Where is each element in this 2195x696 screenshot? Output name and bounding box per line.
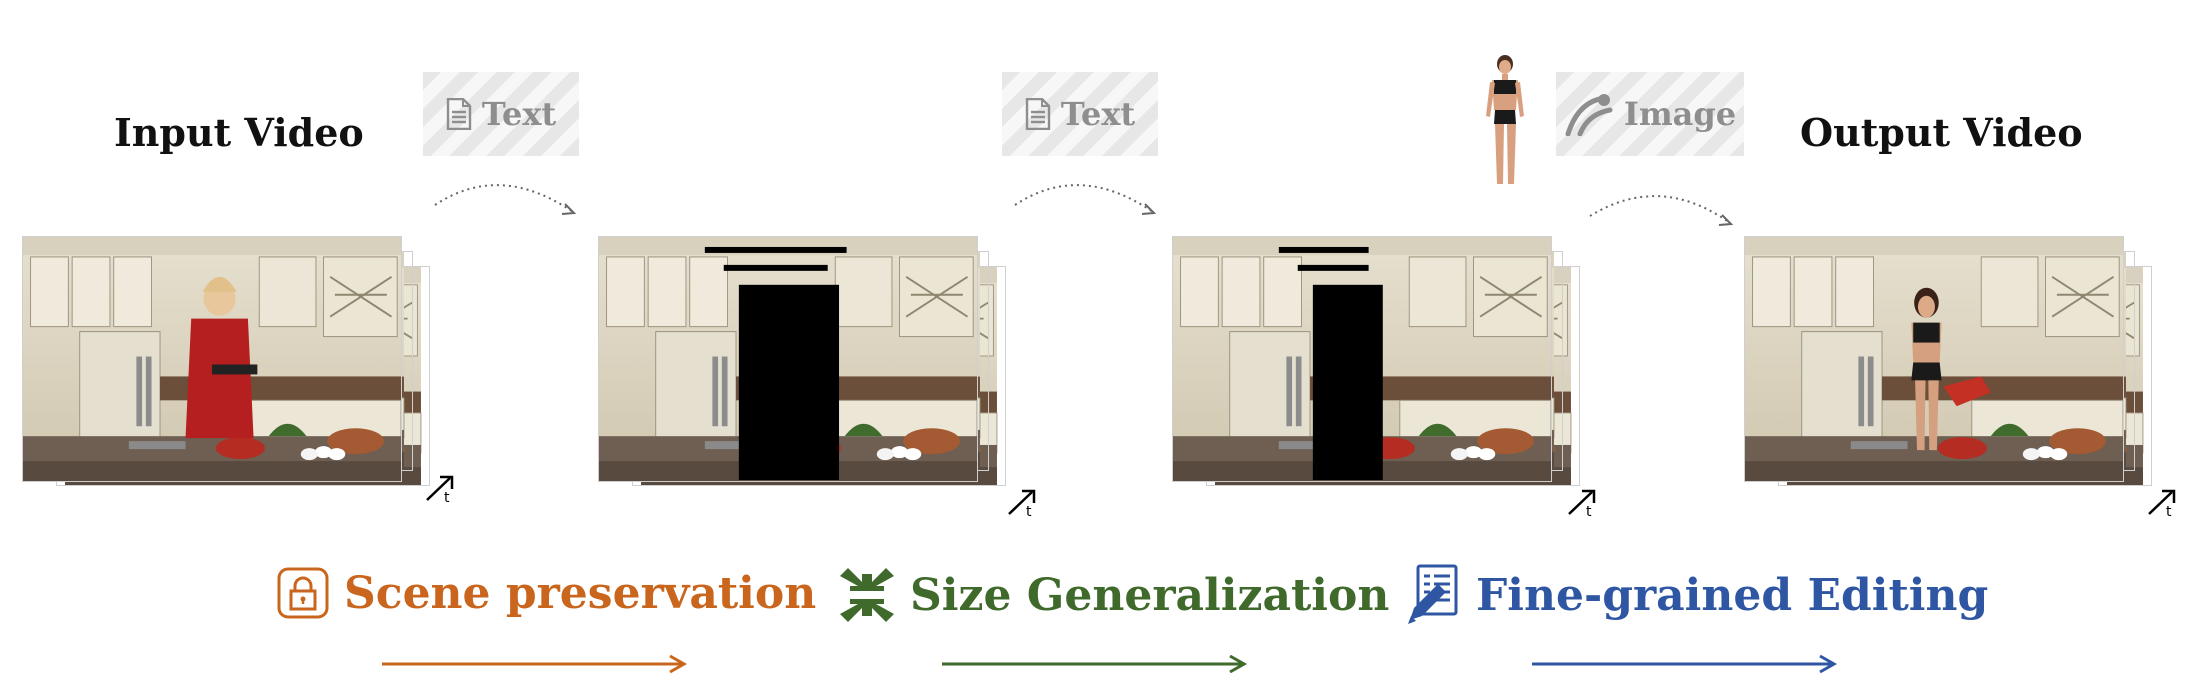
lock-icon [277, 567, 329, 619]
time-label: t [1026, 504, 1032, 520]
document-icon [1025, 98, 1051, 130]
flow-arrow-2 [1014, 184, 1157, 215]
compress-arrows-icon [840, 568, 894, 622]
flow-arrow-3 [1589, 195, 1734, 226]
feature-fine-grained-editing: Fine-grained Editing [1404, 564, 1988, 626]
edit-document-icon [1408, 564, 1458, 624]
time-axis-marker: t [1006, 484, 1046, 524]
fine-grained-editing-arrow [1532, 654, 1838, 674]
output-video-stack [1744, 236, 2164, 486]
image-condition-label: Image [1623, 95, 1737, 133]
scene-preservation-arrow [382, 654, 688, 674]
time-axis-marker: t [424, 470, 464, 510]
input-video-heading: Input Video [114, 110, 364, 155]
masked-video-stack-1 [598, 236, 1018, 486]
output-video-heading: Output Video [1800, 110, 2083, 155]
time-label: t [1586, 504, 1592, 520]
feature-label: Scene preservation [344, 567, 817, 619]
size-generalization-arrow [942, 654, 1248, 674]
feature-scene-preservation: Scene preservation [276, 566, 816, 620]
image-icon [1565, 94, 1613, 136]
diagonal-arrow-icon [1568, 489, 1596, 515]
flow-arrow-1 [434, 184, 577, 215]
video-frame [1172, 236, 1552, 482]
reference-person-image [1486, 55, 1524, 184]
masked-video-stack-2 [1172, 236, 1592, 486]
video-frame [22, 236, 402, 482]
text-condition-1: Text [423, 72, 579, 156]
video-frame [1744, 236, 2124, 482]
feature-label: Fine-grained Editing [1476, 569, 1989, 621]
input-video-stack [22, 236, 442, 486]
diagonal-arrow-icon [2148, 489, 2176, 515]
text-condition-label: Text [481, 95, 557, 133]
image-condition: Image [1556, 72, 1744, 156]
text-condition-label: Text [1060, 95, 1136, 133]
feature-label: Size Generalization [910, 569, 1390, 621]
time-axis-marker: t [2146, 484, 2186, 524]
text-condition-2: Text [1002, 72, 1158, 156]
document-icon [446, 98, 472, 130]
diagonal-arrow-icon [426, 475, 454, 501]
video-frame [598, 236, 978, 482]
time-axis-marker: t [1566, 484, 1606, 524]
diagonal-arrow-icon [1008, 489, 1036, 515]
time-label: t [444, 490, 450, 506]
time-label: t [2166, 504, 2172, 520]
feature-size-generalization: Size Generalization [838, 566, 1389, 624]
